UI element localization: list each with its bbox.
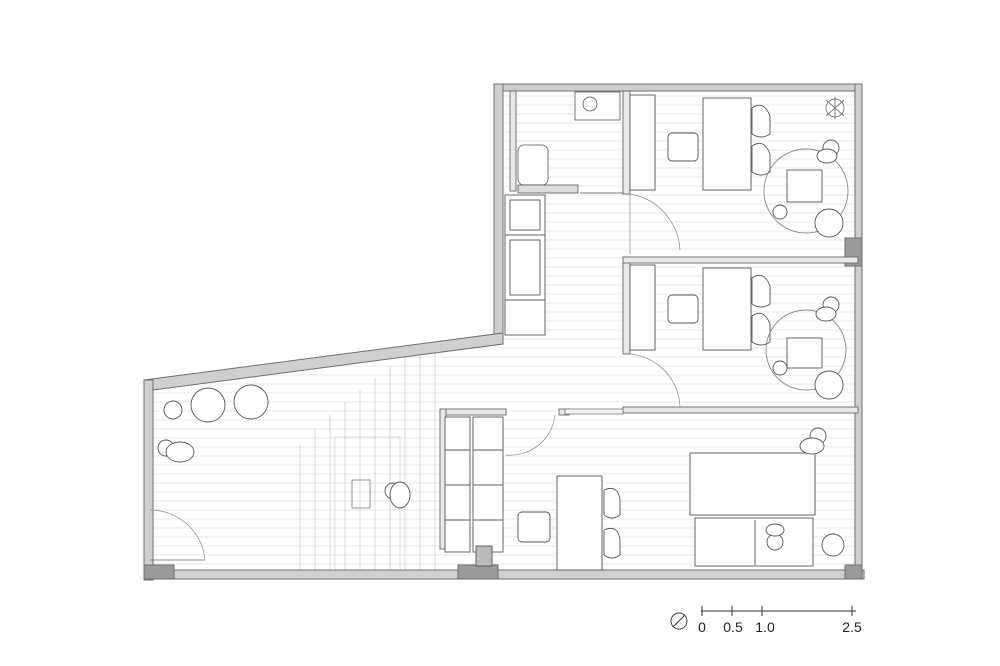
- stair-steps: [299, 348, 436, 571]
- interior-partitions: [439, 90, 859, 550]
- person-icon: [157, 439, 195, 463]
- desk-icon: [702, 97, 752, 191]
- scale-label-2.5: 2.5: [842, 619, 862, 635]
- person-icon: [815, 296, 840, 322]
- table-icon: [689, 452, 816, 516]
- sofa-icon: [694, 517, 814, 567]
- scale-label-0: 0: [698, 619, 706, 635]
- storage-units: [444, 94, 656, 567]
- person-icon: [765, 523, 785, 551]
- person-icon: [816, 139, 840, 164]
- desk-icon: [702, 267, 752, 351]
- office-1-furniture: [667, 97, 849, 238]
- person-icon: [384, 481, 411, 509]
- bathroom: [517, 91, 623, 194]
- chair-icon: [517, 511, 551, 543]
- desk-icon: [556, 475, 603, 571]
- door-swings: [149, 193, 681, 561]
- armchair-icon: [814, 370, 844, 400]
- chair-icon: [667, 294, 699, 324]
- chair-icon: [667, 132, 699, 162]
- person-icon: [799, 427, 827, 455]
- scale-label-1.0: 1.0: [755, 619, 775, 635]
- person-icon: [772, 204, 788, 220]
- scale-label-0.5: 0.5: [723, 619, 743, 635]
- person-icon: [772, 360, 788, 376]
- office-2-furniture: [667, 267, 847, 400]
- office-3-furniture: [517, 427, 845, 571]
- armchair-icon: [233, 384, 269, 420]
- sink-icon: [582, 96, 598, 112]
- scale-bar: [701, 606, 856, 616]
- entrance-lounge: [157, 384, 411, 509]
- armchair-icon: [190, 387, 226, 423]
- exterior-walls: [142, 83, 865, 581]
- armchair-icon: [814, 208, 844, 238]
- plant-icon: [825, 97, 845, 119]
- scale-bar-labels: 0 0.5 1.0 2.5: [698, 619, 862, 635]
- north-arrow-icon: [670, 612, 688, 630]
